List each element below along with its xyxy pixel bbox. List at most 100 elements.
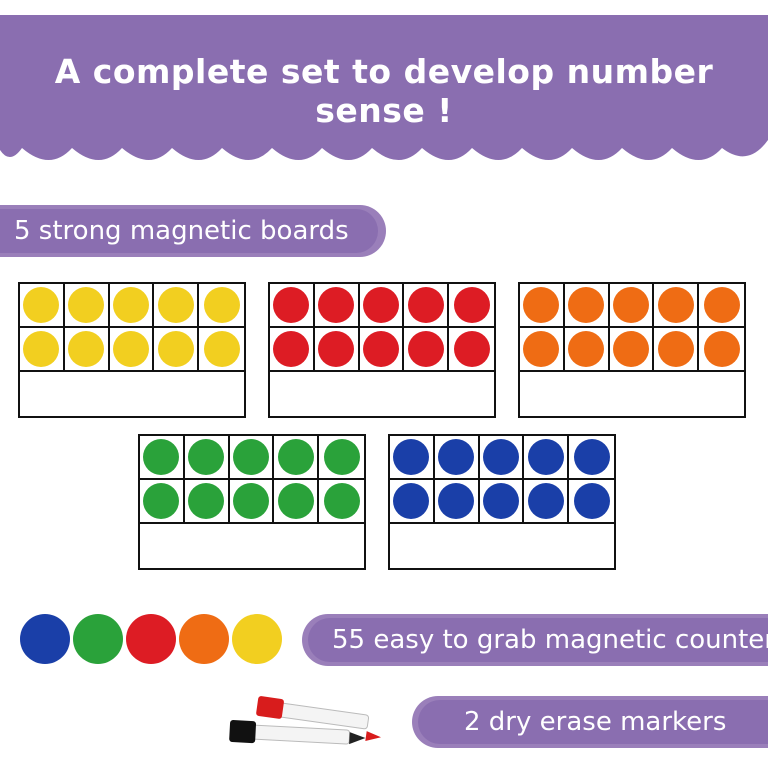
counter-disc[interactable] [523,331,560,367]
counter-disc[interactable] [112,331,149,367]
counter-disc[interactable] [68,287,105,323]
ten-frame-cell [199,328,244,372]
counter-disc[interactable] [703,287,740,323]
counter-disc[interactable] [277,439,314,475]
ten-frame-cell [449,328,494,372]
counter-disc[interactable] [703,331,740,367]
counter-disc[interactable] [157,331,194,367]
counter-disc[interactable] [407,331,444,367]
ten-frame-cell [109,284,155,328]
counter-disc[interactable] [273,331,310,367]
ten-frame-cell [274,480,320,524]
ten-frame-cell [569,436,614,480]
ten-frame-cell [569,480,614,524]
counter-disc[interactable] [438,483,475,519]
counter-disc[interactable] [277,483,314,519]
markers-label: 2 dry erase markers [418,700,768,744]
counter-disc[interactable] [273,287,310,323]
counter-disc[interactable] [232,483,269,519]
ten-frame-grid [520,284,744,372]
counter-disc[interactable] [393,483,430,519]
counter-disc[interactable] [438,439,475,475]
ten-frame-cell [524,480,570,524]
counter-disc[interactable] [453,331,490,367]
counter-disc[interactable] [232,439,269,475]
ten-frame-cell [479,480,525,524]
counter-disc[interactable] [573,439,610,475]
ten-frame-cell [609,328,655,372]
ten-frame-cell [270,284,315,328]
loose-counter-disc[interactable] [73,614,123,664]
ten-frame-cell [184,436,230,480]
counter-disc[interactable] [112,287,149,323]
ten-frame-cell [319,480,364,524]
counter-disc[interactable] [482,483,519,519]
blue-board [388,434,616,570]
counter-disc[interactable] [318,287,355,323]
ten-frame-cell [564,284,610,328]
ten-frame-grid [390,436,614,524]
ten-frame-cell [184,480,230,524]
ten-frame-cell [564,328,610,372]
ten-frame-cell [520,328,565,372]
counter-disc[interactable] [188,483,225,519]
counter-disc[interactable] [203,287,240,323]
ten-frame-cell [154,328,200,372]
loose-counter-disc[interactable] [126,614,176,664]
counter-disc[interactable] [68,331,105,367]
ten-frame-cell [229,436,275,480]
ten-frame-cell [609,284,655,328]
ten-frame-cell [319,436,364,480]
counter-disc[interactable] [527,483,564,519]
counter-disc[interactable] [323,439,360,475]
counter-disc[interactable] [568,287,605,323]
ten-frame-cell [64,328,110,372]
boards-label: 5 strong magnetic boards [0,209,378,253]
ten-frame-grid [20,284,244,372]
header-banner: A complete set to develop number sense ! [0,0,768,170]
counter-disc[interactable] [612,287,649,323]
orange-board [518,282,746,418]
counter-disc[interactable] [527,439,564,475]
loose-counter-disc[interactable] [20,614,70,664]
red-board [268,282,496,418]
counter-disc[interactable] [23,331,60,367]
counter-disc[interactable] [523,287,560,323]
markers-label-pill: 2 dry erase markers [412,696,768,748]
counter-disc[interactable] [573,483,610,519]
counter-disc[interactable] [362,287,399,323]
counter-disc[interactable] [657,331,694,367]
counter-disc[interactable] [568,331,605,367]
ten-frame-cell [314,284,360,328]
ten-frame-cell [654,328,700,372]
ten-frame-cell [390,480,435,524]
ten-frame-cell [359,328,405,372]
counter-disc[interactable] [612,331,649,367]
counters-label-pill: 55 easy to grab magnetic counters [302,614,768,666]
ten-frame-cell [359,284,405,328]
counter-disc[interactable] [143,439,180,475]
counter-disc[interactable] [393,439,430,475]
counter-disc[interactable] [453,287,490,323]
yellow-board [18,282,246,418]
counter-disc[interactable] [323,483,360,519]
counter-disc[interactable] [23,287,60,323]
counter-disc[interactable] [362,331,399,367]
counter-disc[interactable] [203,331,240,367]
counter-disc[interactable] [482,439,519,475]
counter-disc[interactable] [188,439,225,475]
counter-disc[interactable] [407,287,444,323]
ten-frame-cell [154,284,200,328]
loose-counter-disc[interactable] [179,614,229,664]
loose-counter-disc[interactable] [232,614,282,664]
ten-frame-cell [199,284,244,328]
counter-disc[interactable] [157,287,194,323]
counter-disc[interactable] [657,287,694,323]
ten-frame-cell [270,328,315,372]
ten-frame-cell [229,480,275,524]
counter-disc[interactable] [143,483,180,519]
markers-illustration [229,696,382,745]
ten-frame-cell [699,284,744,328]
counter-disc[interactable] [318,331,355,367]
ten-frame-grid [270,284,494,372]
